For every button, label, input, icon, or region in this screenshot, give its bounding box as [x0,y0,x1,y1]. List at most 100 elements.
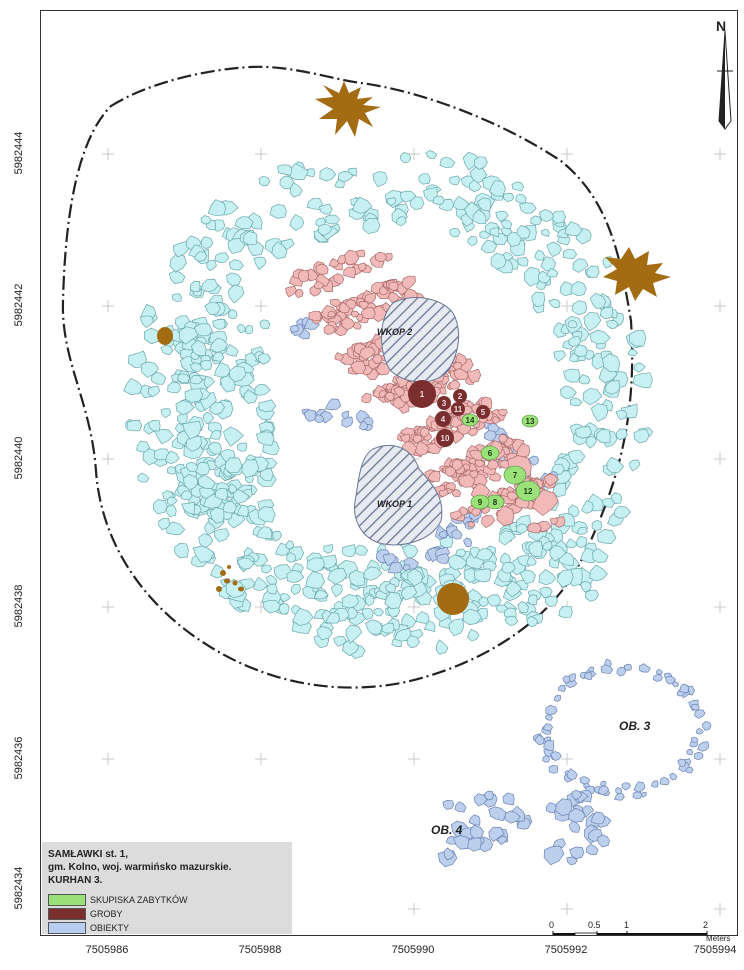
grave-marker [453,389,467,403]
stone [215,488,228,501]
stone [203,375,216,389]
pavement-stone [341,316,356,331]
stone [236,323,246,334]
stone [511,181,525,192]
stone [381,622,395,634]
scale-bar [552,931,708,935]
stone [286,552,297,563]
stone [473,156,488,170]
grid-cross [714,453,726,465]
stone [292,607,314,626]
stone [305,570,325,589]
stone [306,197,323,211]
feature-stone [696,727,704,735]
cluster-marker [461,413,479,427]
pavement-stone [393,386,405,397]
stone [137,472,150,483]
stone [385,197,397,206]
trench-wkop-1 [354,445,443,546]
y-axis-label: 5982434 [13,866,25,910]
feature-stone [443,847,455,861]
stone [569,352,579,363]
grid-cross [255,148,267,160]
pavement-stone [295,288,304,299]
stone [517,600,529,614]
north-label: N [716,18,727,34]
stone-ring [123,150,654,659]
x-axis-label: 7505994 [693,944,737,956]
stone [478,596,489,608]
stone [556,569,574,588]
stone [606,320,619,329]
stone [241,459,260,479]
stone [225,344,239,357]
stone [234,216,254,230]
feature-stone [529,455,540,466]
stone [167,496,178,507]
stone [177,373,191,384]
pavement-stone [323,324,336,335]
stone [269,204,287,219]
stone [209,337,228,353]
stone [228,284,245,304]
stone [526,615,539,628]
stone [559,385,577,400]
feature-stone [484,790,494,801]
stone [599,306,614,320]
stone [610,492,623,504]
feature-stone [623,663,632,671]
feature-stone [548,765,559,774]
stone [173,543,189,558]
pavement-stone [308,310,322,321]
pavement-stone [497,408,508,417]
pavement-stone [506,491,519,501]
grave-number: 11 [454,405,463,414]
stone [548,299,561,309]
stone [200,236,214,249]
stone [258,353,271,365]
stone [259,467,274,482]
feature-stone [579,776,591,785]
feature-stone [341,410,350,420]
stone [184,388,204,403]
stone [352,196,373,214]
grid-cross [102,753,114,765]
stone [629,329,647,347]
stone [545,595,558,608]
grid-cross [408,148,420,160]
stone [236,557,255,570]
grid-cross [102,453,114,465]
feature-stone [652,674,663,682]
cluster-marker [480,445,500,461]
pavement-stone [498,433,508,443]
stone [515,193,527,204]
stone [206,260,217,272]
pavement-stone [401,275,416,290]
pavement-stone [427,470,441,482]
stone [489,227,500,238]
stone [226,272,242,287]
feature-stone [504,810,521,824]
stone [341,544,357,558]
burned-feature [315,81,381,137]
stone [489,180,506,197]
stone [257,506,276,523]
feature-stone [584,672,593,680]
legend-item: GROBY [48,908,123,920]
feature-stone [545,802,557,814]
grid-cross [255,300,267,312]
feature-stone [463,537,472,548]
stone [361,607,374,621]
pavement-stone [388,281,399,291]
stone [213,528,230,543]
feature-stone [568,820,581,833]
feature-stone [632,791,642,800]
stone [568,335,582,347]
grave-number: 10 [441,434,450,443]
pavement-stone [315,263,329,275]
stone [423,620,436,633]
stone [628,348,638,357]
grave-number: 1 [420,390,425,399]
feature-stone [614,792,625,801]
feature-stone [566,856,578,866]
